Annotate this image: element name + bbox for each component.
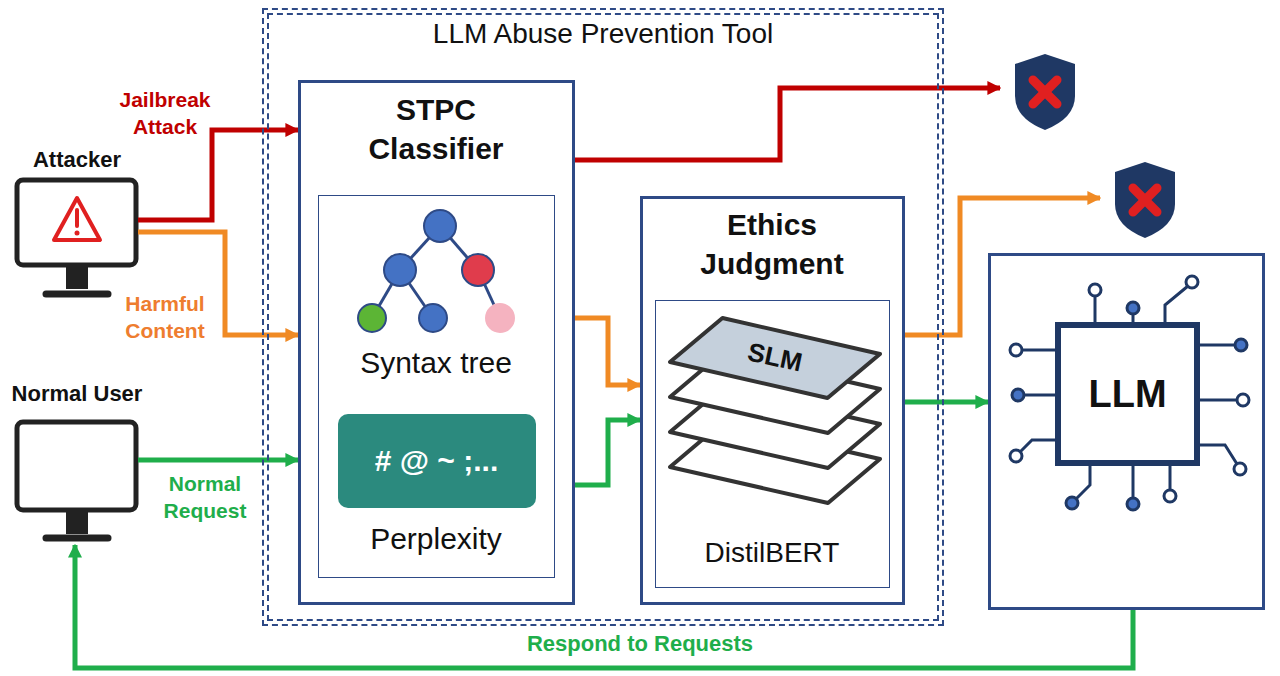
pin-end — [1010, 344, 1022, 356]
classifier-box: STPC ClassifierSyntax treePerplexity # @ … — [298, 80, 575, 605]
edge-label: Jailbreak Attack — [110, 86, 220, 141]
flow-arrow — [575, 318, 640, 385]
model-panel: DistilBERT SLM — [655, 300, 890, 588]
perplexity-box: # @ ~ ;... — [338, 414, 536, 508]
flow-arrow — [75, 545, 1133, 668]
pin-end — [1237, 394, 1249, 406]
monitor-neck — [66, 267, 88, 289]
pin-end — [1186, 276, 1198, 288]
pin-end — [1127, 498, 1139, 510]
node-title: # @ ~ ;... — [338, 442, 536, 480]
node-title: LLM Abuse Prevention Tool — [262, 16, 944, 51]
pin-end — [1010, 450, 1022, 462]
cross-mark — [1033, 80, 1057, 104]
blocked-arrow — [575, 88, 1000, 160]
syntax-tree-icon — [358, 210, 514, 332]
chip-pin — [1022, 349, 1058, 352]
edge-label: Respond to Requests — [440, 630, 840, 659]
node-caption: Perplexity — [320, 520, 553, 558]
user-monitor — [17, 422, 136, 538]
slm-layer: SLM — [670, 318, 880, 398]
tree-node — [358, 304, 386, 332]
chip-pin — [1197, 344, 1235, 347]
warning-dot — [75, 231, 80, 236]
edge-label: Harmful Content — [110, 290, 220, 345]
chip-pin — [1197, 399, 1237, 402]
chip-pin — [1132, 463, 1135, 498]
shield-shape — [1115, 162, 1175, 238]
node-title: Syntax tree — [320, 344, 553, 382]
ethics-box: Ethics JudgmentDistilBERT SLM — [640, 196, 905, 605]
node-title: Ethics Judgment — [682, 205, 862, 283]
block-shield — [1015, 54, 1075, 130]
chip-body — [1058, 325, 1197, 463]
chip-pin — [1094, 296, 1097, 325]
pin-end — [1234, 463, 1246, 475]
block-shield — [1115, 162, 1175, 238]
tree-node — [419, 304, 447, 332]
chip-pin — [1024, 394, 1058, 397]
attacker-monitor — [17, 180, 136, 294]
tree-node — [462, 254, 494, 286]
pin-end — [1127, 302, 1139, 314]
pin-end — [1164, 490, 1176, 502]
tree-node — [486, 304, 514, 332]
monitor-neck — [66, 512, 88, 534]
monitor-screen — [17, 422, 136, 510]
node-title: DistilBERT — [657, 535, 888, 570]
chip-pin — [1076, 463, 1090, 499]
edge-label: Normal Request — [150, 470, 260, 525]
warning-triangle — [54, 198, 100, 240]
node-title: STPC Classifier — [336, 90, 536, 168]
blocked-arrow — [905, 198, 1100, 335]
layer-shape — [670, 318, 880, 398]
flow-arrow — [138, 458, 298, 463]
cross-mark — [1133, 188, 1157, 212]
tool-boundary: LLM Abuse Prevention ToolSTPC Classifier… — [262, 8, 944, 626]
flow-arrow — [905, 400, 988, 405]
warning-mark — [75, 210, 79, 226]
cross-mark — [1133, 188, 1157, 212]
monitor-screen — [17, 180, 136, 265]
user-terminal: Normal User — [15, 420, 138, 545]
tree-node — [424, 210, 456, 242]
monitor-base — [46, 535, 108, 542]
monitor-base — [46, 291, 108, 298]
pin-end — [1066, 497, 1078, 509]
flow-arrow — [575, 420, 640, 485]
chip-pin — [1197, 445, 1237, 464]
node-title: LLM — [1058, 371, 1197, 419]
chip-pin — [1169, 463, 1172, 490]
pin-end — [1089, 284, 1101, 296]
llm-box: LLM — [988, 253, 1265, 610]
node-title: Attacker — [2, 146, 152, 174]
chip-icon — [1010, 276, 1249, 510]
chip-pin — [1165, 286, 1188, 325]
cross-mark — [1033, 80, 1057, 104]
pin-end — [1012, 389, 1024, 401]
pin-end — [1235, 339, 1247, 351]
node-title: Normal User — [2, 380, 152, 408]
shield-shape — [1015, 54, 1075, 130]
tree-node — [384, 254, 416, 286]
attacker-terminal: Attacker — [15, 178, 138, 300]
flow-arrow — [138, 130, 298, 220]
chip-pin — [1020, 440, 1058, 452]
feature-panel: Syntax treePerplexity # @ ~ ;... — [318, 195, 555, 578]
